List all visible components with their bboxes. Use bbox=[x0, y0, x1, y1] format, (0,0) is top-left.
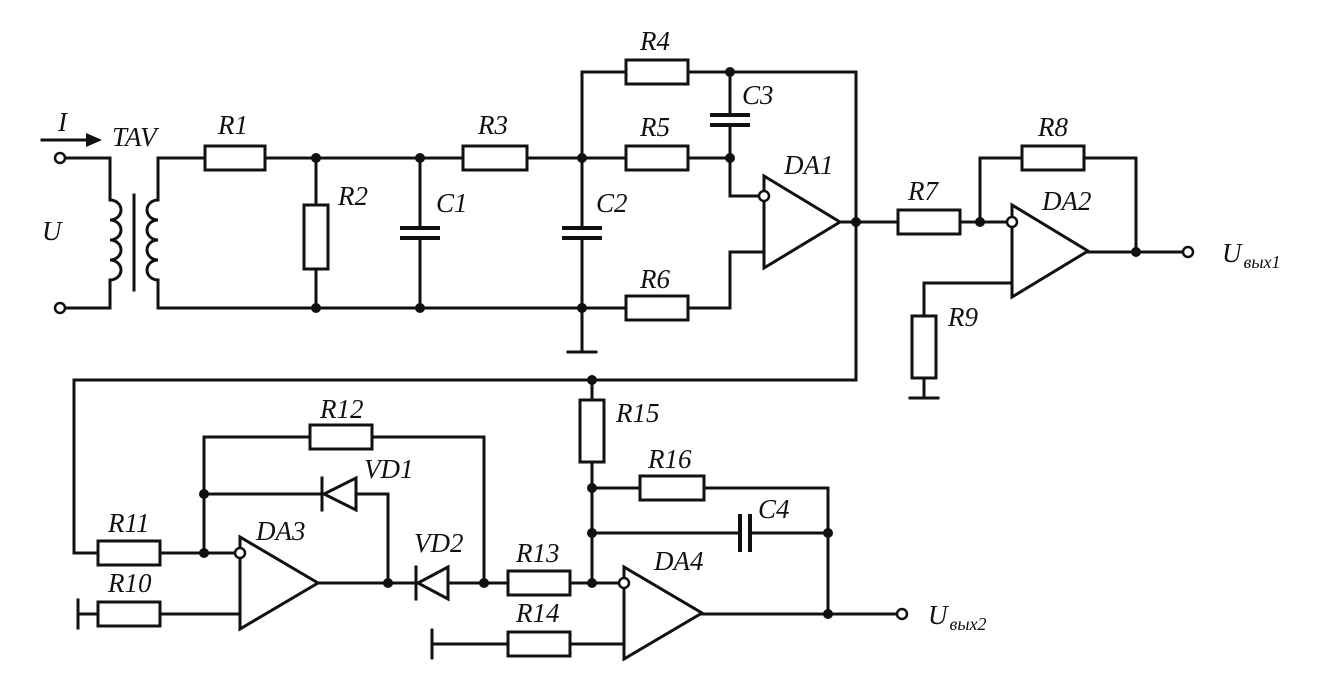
label-r4: R4 bbox=[639, 26, 670, 56]
label-da3: DA3 bbox=[255, 516, 306, 546]
label-r8: R8 bbox=[1037, 112, 1068, 142]
resistor-r9 bbox=[910, 314, 938, 380]
label-r9: R9 bbox=[947, 302, 978, 332]
label-c2: C2 bbox=[596, 188, 628, 218]
opamp-da2 bbox=[1010, 202, 1091, 300]
resistor-r13 bbox=[506, 569, 572, 597]
da2-inverting-input bbox=[1005, 215, 1019, 229]
opamp-da1 bbox=[762, 173, 843, 271]
label-tav: TAV bbox=[112, 122, 160, 152]
resistor-r10 bbox=[96, 600, 162, 628]
resistor-r15 bbox=[578, 398, 606, 464]
label-da4: DA4 bbox=[653, 546, 704, 576]
label-da2: DA2 bbox=[1041, 186, 1092, 216]
da3-inverting-input bbox=[233, 546, 247, 560]
output1-terminal bbox=[1181, 245, 1195, 259]
transformer-primary-coil bbox=[108, 198, 123, 282]
filter-stage bbox=[156, 70, 628, 354]
resistor-r11 bbox=[96, 539, 162, 567]
label-r11: R11 bbox=[107, 508, 150, 538]
output2-terminal bbox=[895, 607, 909, 621]
label-i: I bbox=[57, 107, 69, 137]
da2-stage bbox=[896, 144, 1195, 400]
input-terminal-bottom bbox=[53, 301, 67, 315]
transformer-secondary-coil bbox=[145, 198, 160, 282]
resistor-r3 bbox=[461, 144, 529, 172]
resistor-r4 bbox=[624, 58, 690, 86]
label-vd1: VD1 bbox=[364, 454, 414, 484]
label-r12: R12 bbox=[319, 394, 364, 424]
diode-vd2 bbox=[414, 564, 450, 602]
label-r7: R7 bbox=[907, 176, 939, 206]
da4-stage bbox=[430, 375, 909, 662]
labels: I U TAV R1 R2 C1 R3 C2 R4 C3 R5 DA1 R6 R… bbox=[42, 26, 1281, 634]
input-section bbox=[40, 133, 160, 315]
opamp-da3 bbox=[238, 534, 321, 632]
label-r6: R6 bbox=[639, 264, 670, 294]
label-c1: C1 bbox=[436, 188, 468, 218]
label-c3: C3 bbox=[742, 80, 774, 110]
resistor-r2 bbox=[302, 203, 330, 271]
da4-inverting-input bbox=[617, 576, 631, 590]
resistor-r12 bbox=[308, 423, 374, 451]
resistor-r8 bbox=[1020, 144, 1086, 172]
resistor-r5 bbox=[624, 144, 690, 172]
resistor-r6 bbox=[624, 294, 690, 322]
label-r15: R15 bbox=[615, 398, 660, 428]
resistor-r7 bbox=[896, 208, 962, 236]
label-r2: R2 bbox=[337, 181, 368, 211]
opamp-da4 bbox=[622, 564, 705, 662]
input-terminal-top bbox=[53, 151, 67, 165]
label-vd2: VD2 bbox=[414, 528, 464, 558]
label-r16: R16 bbox=[647, 444, 692, 474]
current-arrow-head bbox=[86, 133, 102, 147]
da1-stage bbox=[580, 58, 902, 382]
label-r3: R3 bbox=[477, 110, 508, 140]
label-c4: C4 bbox=[758, 494, 790, 524]
label-r5: R5 bbox=[639, 112, 670, 142]
label-r13: R13 bbox=[515, 538, 560, 568]
label-r10: R10 bbox=[107, 568, 152, 598]
label-da1: DA1 bbox=[783, 150, 834, 180]
label-u: U bbox=[42, 216, 63, 246]
rectifier-stage bbox=[72, 378, 858, 632]
diode-vd1 bbox=[320, 475, 358, 513]
resistor-r1 bbox=[203, 144, 267, 172]
label-r1: R1 bbox=[217, 110, 248, 140]
label-r14: R14 bbox=[515, 598, 560, 628]
resistor-r16 bbox=[638, 474, 706, 502]
da1-inverting-input bbox=[757, 189, 771, 203]
resistor-r14 bbox=[506, 630, 572, 658]
